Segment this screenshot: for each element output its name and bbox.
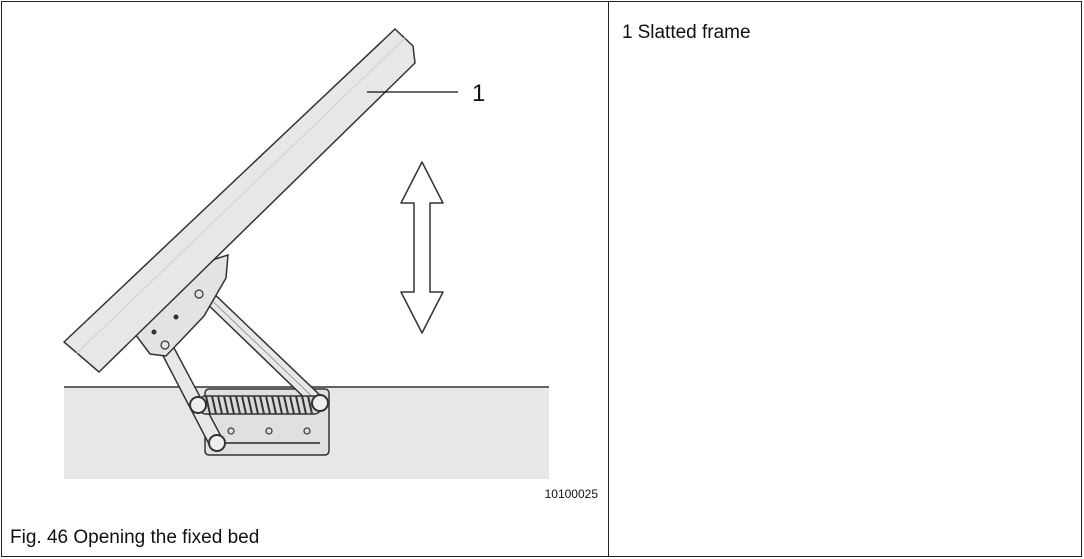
pivot-joint xyxy=(189,396,207,414)
figure-cell: 1 10100025 Fig. 46 Opening the fixed bed xyxy=(2,2,608,556)
bracket-hole xyxy=(160,340,170,350)
mount-hole xyxy=(265,427,273,435)
mount-hole xyxy=(227,427,235,435)
bed-mechanism-illustration: 1 10100025 xyxy=(62,27,599,501)
legend-item-label: Slatted frame xyxy=(637,22,751,43)
slatted-frame xyxy=(62,27,416,374)
legend-item-number: 1 xyxy=(622,22,633,43)
bracket-rivet xyxy=(173,314,179,320)
callout-number: 1 xyxy=(472,80,485,107)
mount-hole xyxy=(303,427,311,435)
pivot-joint xyxy=(311,394,329,412)
support-arm-slot xyxy=(202,291,321,405)
figure-caption: Fig. 46 Opening the fixed bed xyxy=(10,527,260,548)
double-arrow-icon xyxy=(400,161,444,334)
column-divider xyxy=(608,2,609,556)
slatted-frame-edge xyxy=(75,37,406,355)
bracket-rivet xyxy=(151,329,157,335)
bracket-hole xyxy=(194,289,204,299)
figure-code: 10100025 xyxy=(545,487,599,501)
spring xyxy=(197,395,323,415)
pivot-joint xyxy=(208,434,226,452)
